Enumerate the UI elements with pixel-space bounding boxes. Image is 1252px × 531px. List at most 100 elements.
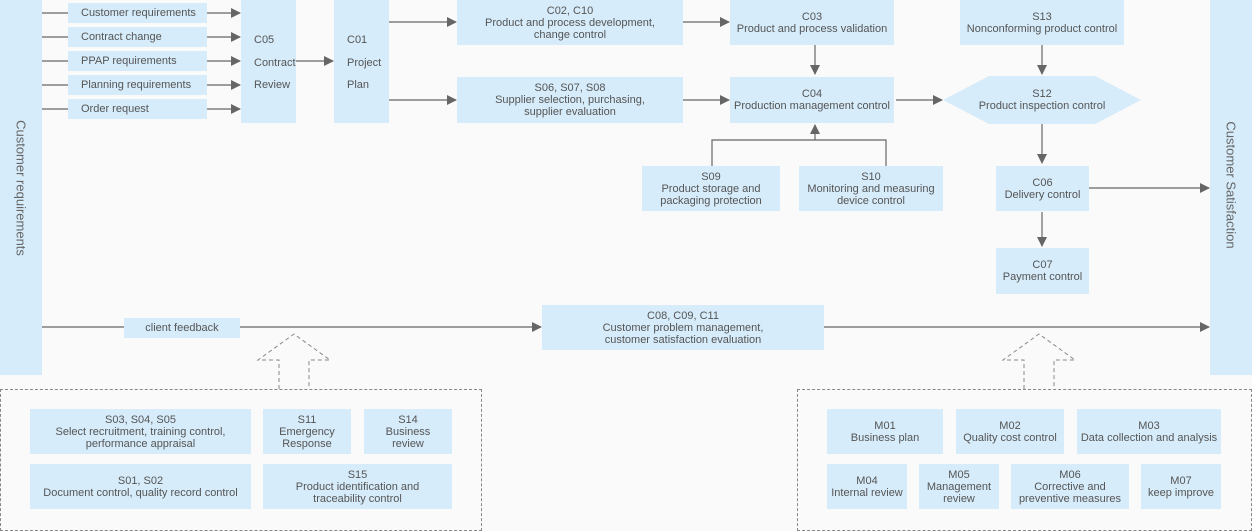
input-ppap-requirements: PPAP requirements <box>68 51 207 71</box>
input-order-request: Order request <box>68 99 207 119</box>
c02-code: C02, C10 <box>546 4 594 17</box>
s06-supplier-box: S06, S07, S08 Supplier selection, purcha… <box>457 77 683 123</box>
c01-line2: Plan <box>347 79 370 91</box>
s13-line1: Nonconforming product control <box>966 22 1118 35</box>
s10-line1: Monitoring and measuring <box>807 182 935 195</box>
s01-code: S01, S02 <box>117 474 164 487</box>
m05-line1: Management <box>926 480 992 493</box>
m04-internal-review-box: M04 Internal review <box>827 464 907 509</box>
c01-line1: Project <box>347 57 382 69</box>
s09-line1: Product storage and <box>661 182 761 195</box>
m04-line1: Internal review <box>831 486 903 499</box>
m06-code: M06 <box>1059 468 1081 481</box>
s11-line2: Response <box>282 437 332 450</box>
m03-code: M03 <box>1138 419 1160 432</box>
c03-validation-box: C03 Product and process validation <box>730 0 894 45</box>
c06-line1: Delivery control <box>1004 188 1081 201</box>
s10-code: S10 <box>861 170 881 183</box>
s11-line1: Emergency <box>279 425 335 438</box>
c05-line1: Contract <box>254 57 296 69</box>
s12-inspection-label: S12 Product inspection control <box>960 76 1124 124</box>
m07-line1: keep improve <box>1147 486 1215 499</box>
input-customer-requirements: Customer requirements <box>68 3 207 23</box>
s10-monitoring-box: S10 Monitoring and measuring device cont… <box>799 166 943 211</box>
s15-code: S15 <box>347 468 368 481</box>
c01-project-plan: C01 Project Plan <box>334 0 389 123</box>
s06-line2: supplier evaluation <box>524 106 616 118</box>
c01-code: C01 <box>347 34 368 46</box>
s01-line1: Document control, quality record control <box>43 486 238 499</box>
m05-code: M05 <box>948 468 970 481</box>
c04-line1: Production management control <box>734 100 890 112</box>
c05-line2: Review <box>254 79 291 91</box>
c02-line1: Product and process development, <box>485 16 655 29</box>
s09-storage-box: S09 Product storage and packaging protec… <box>642 166 780 211</box>
c08-code: C08, C09, C11 <box>647 309 719 322</box>
s12-code: S12 <box>1032 88 1052 100</box>
c06-delivery-box: C06 Delivery control <box>996 166 1089 211</box>
input-planning-requirements: Planning requirements <box>68 75 207 95</box>
s01-document-box: S01, S02 Document control, quality recor… <box>30 464 251 509</box>
m01-business-plan-box: M01 Business plan <box>827 409 943 454</box>
m05-management-review-box: M05 Management review <box>919 464 999 509</box>
s06-code: S06, S07, S08 <box>534 82 606 94</box>
c03-line1: Product and process validation <box>736 22 888 35</box>
c04-production-box: C04 Production management control <box>730 77 894 123</box>
customer-requirements-label: Customer requirements <box>13 120 29 256</box>
customer-satisfaction-bar <box>1210 0 1252 375</box>
c05-code: C05 <box>254 34 275 46</box>
s14-line2: review <box>392 437 424 450</box>
m02-line1: Quality cost control <box>963 431 1057 444</box>
c08-line1: Customer problem management, <box>602 321 764 334</box>
m06-line1: Corrective and <box>1034 480 1106 493</box>
c07-line1: Payment control <box>1002 271 1083 283</box>
customer-requirements-bar <box>0 0 42 375</box>
customer-satisfaction-label: Customer Satisfaction <box>1223 121 1239 249</box>
m03-line1: Data collection and analysis <box>1080 431 1218 444</box>
s03-line2: performance appraisal <box>85 437 196 450</box>
s11-code: S11 <box>297 413 317 426</box>
s11-emergency-box: S11 Emergency Response <box>263 409 351 454</box>
m02-code: M02 <box>999 419 1021 432</box>
c07-payment-box: C07 Payment control <box>996 248 1089 294</box>
m04-code: M04 <box>856 474 878 487</box>
s12-line1: Product inspection control <box>978 100 1106 112</box>
m06-line2: preventive measures <box>1018 492 1122 505</box>
s15-line2: traceability control <box>313 492 402 505</box>
client-feedback-label: client feedback <box>124 318 240 338</box>
s03-line1: Select recruitment, training control, <box>55 425 226 438</box>
m05-line2: review <box>943 492 975 505</box>
m07-code: M07 <box>1170 474 1192 487</box>
s09-code: S09 <box>701 170 721 183</box>
m03-data-analysis-box: M03 Data collection and analysis <box>1077 409 1221 454</box>
c04-code: C04 <box>801 88 823 100</box>
m02-quality-cost-box: M02 Quality cost control <box>956 409 1064 454</box>
s03-code: S03, S04, S05 <box>105 413 176 426</box>
m07-keep-improve-box: M07 keep improve <box>1141 464 1221 509</box>
m01-code: M01 <box>874 419 896 432</box>
c02-line2: change control <box>533 28 607 41</box>
s12-diamond <box>943 76 1141 124</box>
c03-code: C03 <box>801 10 823 23</box>
input-contract-change: Contract change <box>68 27 207 47</box>
c08-customer-problem-box: C08, C09, C11 Customer problem managemen… <box>542 305 824 350</box>
c05-contract-review: C05 Contract Review <box>241 0 296 123</box>
s15-identification-box: S15 Product identification and traceabil… <box>263 464 452 509</box>
s13-code: S13 <box>1032 10 1052 23</box>
s03-hr-box: S03, S04, S05 Select recruitment, traini… <box>30 409 251 454</box>
s10-line2: device control <box>837 194 905 207</box>
client-feedback-text: client feedback <box>145 322 219 334</box>
s14-line1: Business <box>385 425 431 438</box>
s14-code: S14 <box>398 413 418 426</box>
s06-line1: Supplier selection, purchasing, <box>495 94 645 106</box>
c02-development-box: C02, C10 Product and process development… <box>457 0 683 45</box>
s09-line2: packaging protection <box>660 194 762 207</box>
c08-line2: customer satisfaction evaluation <box>604 333 762 346</box>
s14-business-review-box: S14 Business review <box>364 409 452 454</box>
c06-code: C06 <box>1032 176 1053 189</box>
m01-line1: Business plan <box>850 431 920 444</box>
m06-corrective-box: M06 Corrective and preventive measures <box>1011 464 1129 509</box>
s15-line1: Product identification and <box>295 480 420 493</box>
c07-code: C07 <box>1032 259 1053 271</box>
